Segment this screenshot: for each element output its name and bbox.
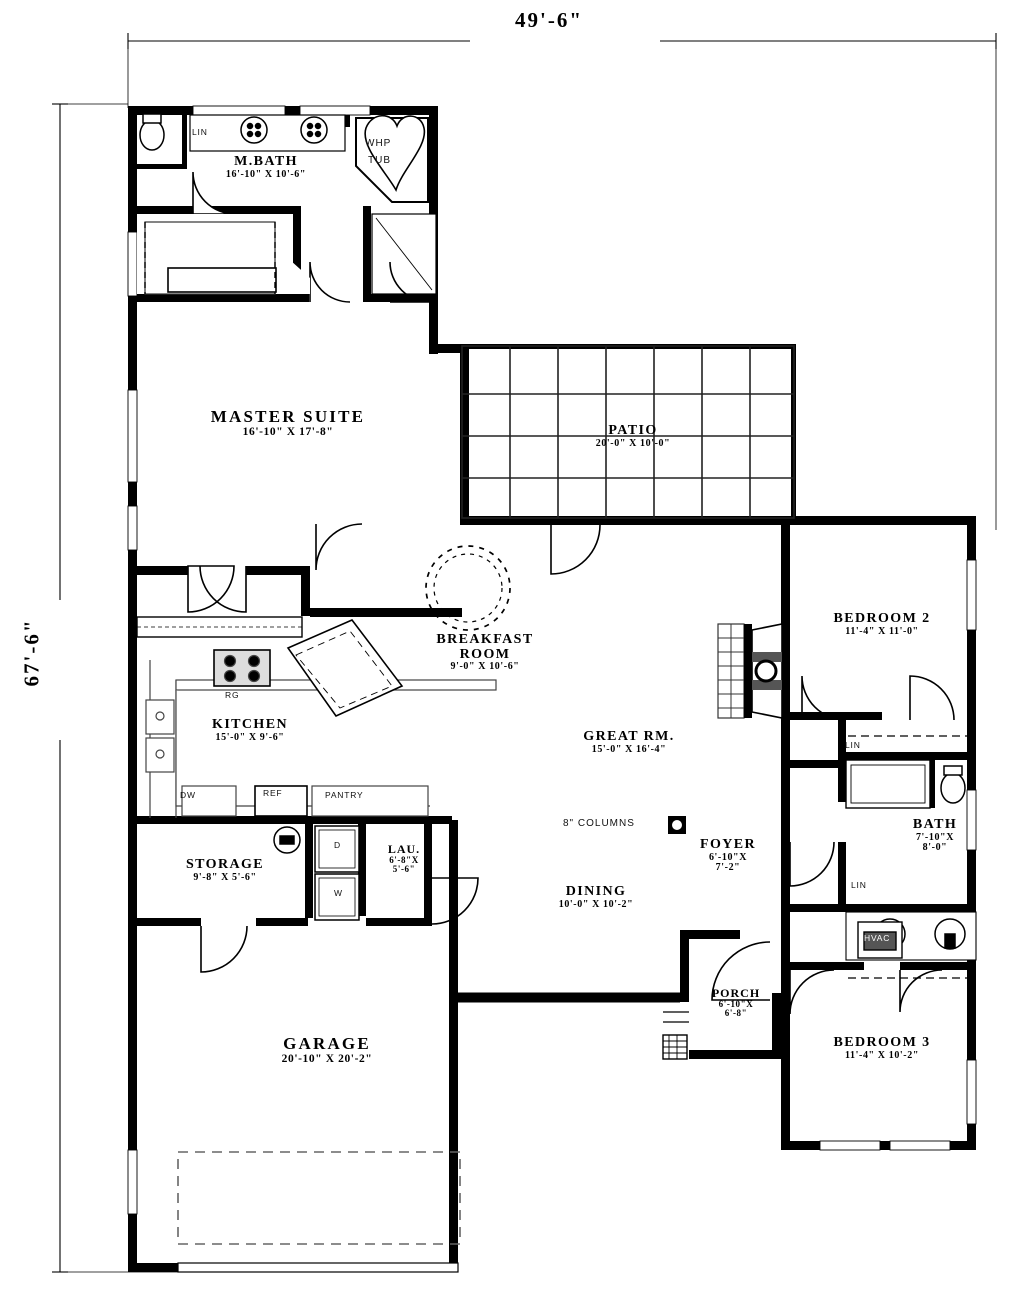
- room-label-garage: GARAGE 20'-10" X 20'-2": [281, 1034, 373, 1065]
- room-label-great-room: GREAT RM. 15'-0" X 16'-4": [583, 729, 675, 755]
- refrigerator: [254, 785, 308, 817]
- pantry-cabinet: [311, 785, 429, 817]
- pantry-tag: PANTRY: [325, 790, 364, 800]
- porch-step: [662, 1011, 689, 1060]
- overall-height-dimension: 67'-6": [19, 618, 44, 687]
- garage-slab-outline: [177, 1151, 461, 1245]
- breakfast-table: [425, 545, 511, 631]
- whirlpool-tub: [355, 114, 429, 203]
- range: [213, 649, 271, 687]
- kitchen-fixtures: [136, 616, 497, 818]
- room-label-laundry: LAU. 6'-8"X 5'-6": [387, 842, 421, 875]
- dimension-lines: [52, 33, 997, 1273]
- dishwasher-tag: DW: [180, 790, 196, 800]
- toilet-bath: [940, 772, 966, 804]
- lin-tag-bath-upper: LIN: [845, 740, 861, 750]
- whp-tub-tag-line1: WHP: [365, 138, 392, 149]
- hvac-tag: HVAC: [864, 933, 891, 943]
- room-label-storage: STORAGE 9'-8" X 5'-6": [185, 857, 264, 883]
- room-label-breakfast-room: BREAKFAST ROOM 9'-0" X 10'-6": [436, 632, 534, 673]
- fireplace: [717, 623, 783, 719]
- overall-width-dimension: 49'-6": [515, 8, 583, 32]
- dryer-tag: D: [334, 840, 341, 850]
- master-bed: [137, 214, 310, 295]
- room-label-mbath: M.BATH 16'-10" X 10'-6": [225, 154, 307, 180]
- room-label-master-suite: MASTER SUITE 16'-10" X 17'-8": [210, 407, 366, 438]
- room-label-bedroom-3: BEDROOM 3 11'-4" X 10'-2": [833, 1035, 931, 1061]
- hvac-unit: [857, 921, 903, 959]
- sink-mbath-1: [240, 116, 268, 144]
- room-label-bedroom-2: BEDROOM 2 11'-4" X 11'-0": [833, 611, 931, 637]
- interior-guides: [458, 992, 680, 1003]
- room-label-foyer: FOYER 6'-10"X 7'-2": [700, 837, 756, 874]
- lin-tag-bath-lower: LIN: [851, 880, 867, 890]
- range-tag: RG: [225, 690, 240, 700]
- room-label-dining: DINING 10'-0" X 10'-2": [558, 884, 634, 910]
- columns-annotation: 8" COLUMNS: [563, 818, 635, 829]
- kitchen-island: [286, 619, 404, 718]
- dishwasher: [181, 785, 237, 817]
- door-swings: [187, 171, 955, 1015]
- whp-tub-tag-line2: TUB: [368, 155, 391, 166]
- laundry-appliances: [273, 825, 360, 921]
- interior-walls: [128, 115, 976, 970]
- column-marker: [668, 816, 686, 834]
- washer-tag: W: [334, 888, 343, 898]
- refrigerator-tag: REF: [263, 788, 283, 798]
- room-label-bath: BATH 7'-10"X 8'-0": [912, 817, 958, 854]
- patio-paving-grid: [461, 345, 795, 519]
- room-label-kitchen: KITCHEN 15'-0" X 9'-6": [212, 717, 288, 743]
- windows: [127, 105, 977, 1215]
- lin-tag-mbath: LIN: [192, 127, 208, 137]
- sink-mbath-2: [300, 116, 328, 144]
- room-label-patio: PATIO 20'-0" X 10'-0": [595, 423, 671, 449]
- garage-door: [177, 1262, 459, 1273]
- toilet-mbath: [139, 119, 165, 151]
- room-label-porch: PORCH 6'-10"X 6'-8": [711, 986, 761, 1019]
